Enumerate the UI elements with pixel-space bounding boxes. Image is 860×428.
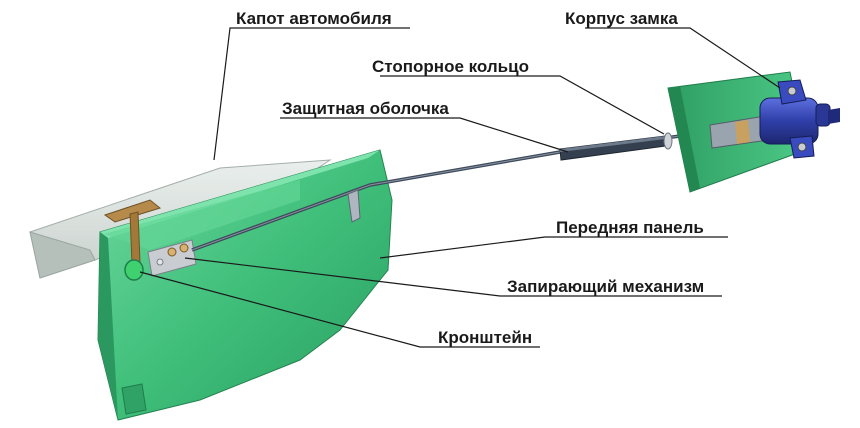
leader-retaining-ring bbox=[380, 75, 665, 135]
protective-sheath bbox=[559, 135, 667, 161]
locking-mechanism bbox=[147, 239, 197, 277]
leader-hood bbox=[213, 27, 410, 161]
lock-body bbox=[709, 79, 840, 159]
leader-locking-mechanism bbox=[184, 257, 722, 297]
label-retaining-ring: Стопорное кольцо bbox=[372, 57, 529, 76]
label-lock-body: Корпус замка bbox=[565, 9, 678, 28]
leader-protective-sheath bbox=[280, 117, 569, 153]
label-front-panel: Передняя панель bbox=[556, 218, 704, 237]
leader-lines bbox=[139, 27, 781, 348]
front-panel bbox=[97, 149, 393, 421]
label-protective-sheath: Защитная оболочка bbox=[282, 99, 449, 118]
bracket bbox=[103, 199, 162, 281]
leader-bracket bbox=[139, 271, 540, 348]
leader-lock-body bbox=[585, 27, 781, 89]
leader-front-panel bbox=[379, 236, 728, 259]
retaining-ring bbox=[663, 132, 673, 150]
label-locking-mechanism: Запирающий механизм bbox=[507, 277, 704, 296]
label-bracket: Кронштейн bbox=[438, 328, 532, 347]
label-hood: Капот автомобиля bbox=[236, 9, 392, 28]
